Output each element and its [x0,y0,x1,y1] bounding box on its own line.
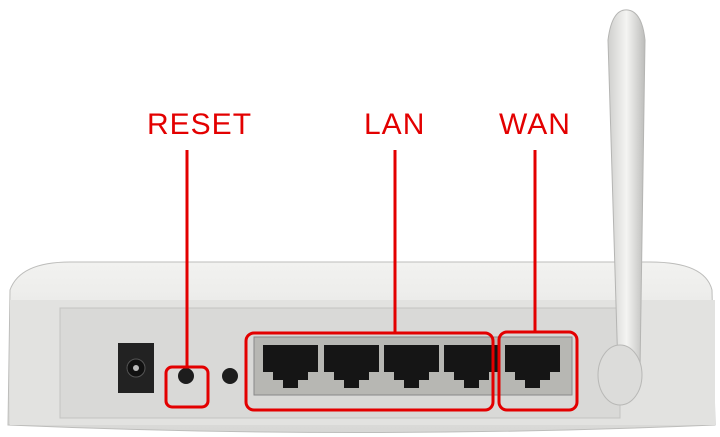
wan-highlight [497,330,579,412]
lan-port-2 [324,345,379,388]
annotations [164,150,579,412]
antenna [597,9,646,406]
lan-port-1 [263,345,318,388]
wps-button [222,368,238,384]
lan-highlight [244,331,495,412]
reset-button [178,368,194,384]
wan-label: WAN [499,108,571,141]
power-jack [118,343,154,393]
lan-label: LAN [364,108,426,141]
wan-port [505,345,560,388]
lan-port-3 [384,345,439,388]
lan-port-4 [444,345,499,388]
reset-label: RESET [147,108,253,141]
reset-highlight [164,365,210,409]
